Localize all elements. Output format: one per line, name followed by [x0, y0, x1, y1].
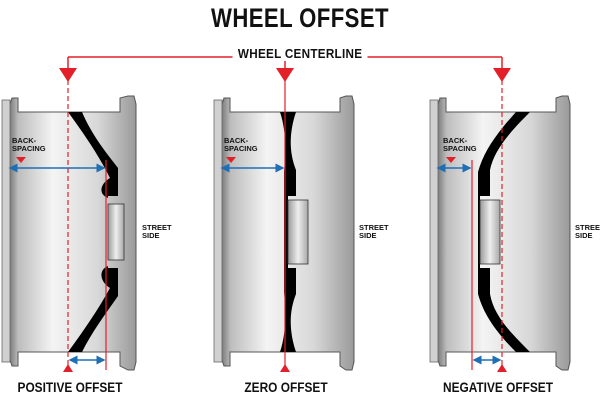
wheel-hub	[479, 199, 501, 265]
wheel-hub	[287, 199, 309, 265]
caption-negative-offset: NEGATIVE OFFSET	[442, 380, 553, 395]
backspacing-label: BACK-SPACING	[224, 136, 258, 153]
backspacing-label: BACK-SPACING	[12, 136, 46, 153]
backspacing-marker	[16, 157, 26, 163]
centerline-marker-bottom	[497, 364, 507, 372]
rim-flange-left	[1, 99, 11, 363]
wheel-hub	[107, 203, 125, 261]
diagram-title: WHEEL OFFSET	[211, 3, 389, 33]
rim-flange-left	[429, 99, 439, 363]
centerline-label: WHEEL CENTERLINE	[0, 46, 600, 61]
panel-positive-offset	[1, 68, 137, 372]
backspacing-marker	[226, 157, 236, 163]
centerline-marker-bottom	[280, 364, 290, 372]
backspacing-label: BACK-SPACING	[443, 136, 477, 153]
centerline-marker-top	[493, 68, 511, 82]
rim-flange-left	[213, 99, 223, 363]
caption-positive-offset: POSITIVE OFFSET	[17, 380, 123, 395]
caption-zero-offset: ZERO OFFSET	[244, 380, 328, 395]
centerline-marker-top	[59, 68, 77, 82]
panel-negative-offset	[429, 68, 571, 372]
backspacing-marker	[446, 157, 456, 163]
wheel-spoke	[68, 112, 124, 352]
centerline-marker-top	[276, 68, 294, 82]
panel-zero-offset	[213, 68, 355, 372]
centerline-marker-bottom	[63, 364, 73, 372]
